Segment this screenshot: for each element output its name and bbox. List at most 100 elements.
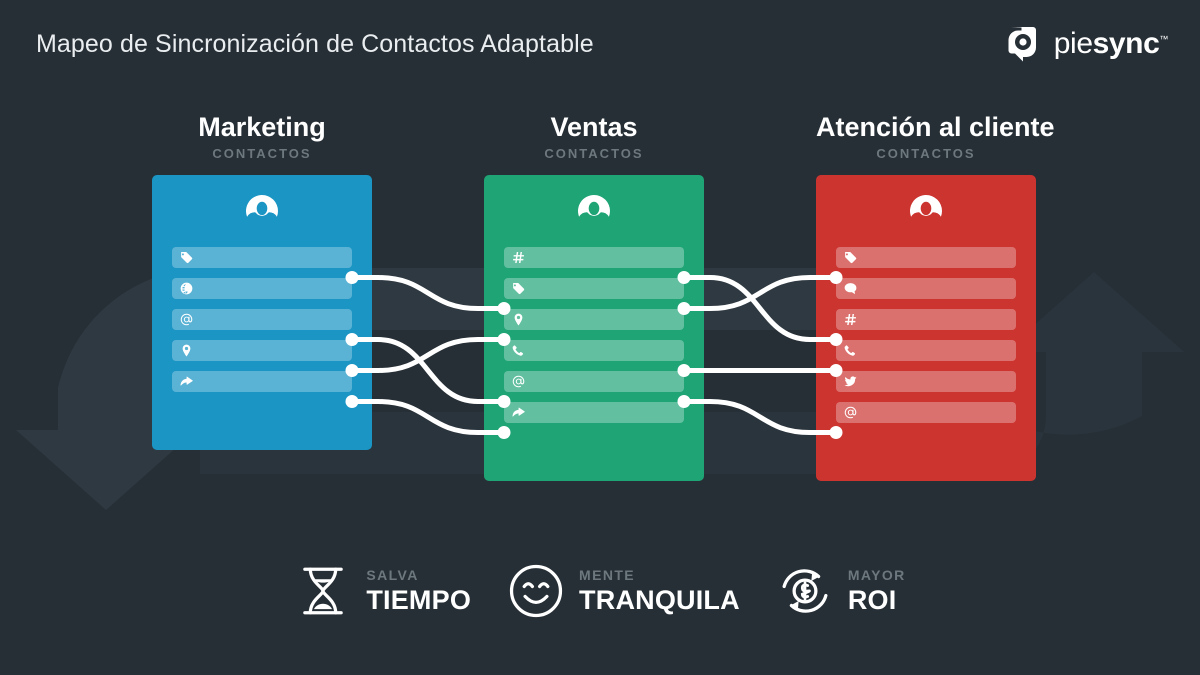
field-row-phone[interactable]	[504, 340, 684, 362]
globe-icon	[180, 282, 192, 295]
at-icon	[839, 402, 861, 423]
field-row-tag[interactable]	[504, 278, 684, 300]
globe-icon	[175, 278, 197, 299]
tag-icon	[175, 247, 197, 268]
field-row-hash[interactable]	[836, 309, 1016, 331]
field-row-tag[interactable]	[836, 247, 1016, 269]
contacts-card-atencion[interactable]	[816, 175, 1036, 482]
card-stack-ventas	[484, 175, 732, 510]
card-field-list	[484, 247, 704, 424]
field-row-hash[interactable]	[504, 247, 684, 269]
hash-icon	[507, 247, 529, 268]
contacts-card-ventas[interactable]	[484, 175, 704, 482]
twitter-icon	[843, 376, 857, 387]
comment-icon	[844, 283, 856, 295]
tag-icon	[507, 278, 529, 299]
field-row-twitter[interactable]	[836, 371, 1016, 393]
at-icon	[512, 375, 524, 388]
twitter-icon	[839, 371, 861, 392]
field-row-phone[interactable]	[836, 340, 1016, 362]
card-field-list	[152, 247, 372, 393]
phone-icon	[839, 340, 861, 361]
tag-icon	[180, 252, 192, 264]
logo-word-light: pie	[1053, 27, 1093, 60]
share-icon	[175, 371, 197, 392]
column-title: Atención al cliente	[816, 112, 1055, 142]
piesync-logo: piesync™	[1003, 24, 1168, 64]
share-icon	[507, 402, 529, 423]
benefit-label-big: ROI	[847, 585, 897, 615]
location-icon	[182, 344, 190, 357]
benefit-roi: MAYOR ROI	[776, 562, 906, 620]
benefit-label-big: TIEMPO	[366, 585, 472, 615]
at-icon	[844, 406, 856, 419]
column-subtitle: CONTACTOS	[544, 146, 644, 162]
benefit-text: MAYOR ROI	[848, 568, 906, 614]
contact-avatar-icon	[578, 195, 610, 218]
piesync-wordmark: piesync™	[1053, 27, 1169, 60]
card-avatar-row	[152, 175, 372, 247]
field-row-at[interactable]	[836, 402, 1016, 424]
card-field-list	[816, 247, 1036, 424]
at-icon	[507, 371, 529, 392]
contacts-card-marketing[interactable]	[152, 175, 372, 451]
location-icon	[507, 309, 529, 330]
logo-trademark: ™	[1159, 34, 1168, 44]
hash-icon	[844, 314, 856, 326]
field-row-comment[interactable]	[836, 278, 1016, 300]
benefit-label-small: MENTE	[579, 567, 636, 583]
field-row-at[interactable]	[172, 309, 352, 331]
benefit-label-small: MAYOR	[847, 567, 906, 583]
field-row-share[interactable]	[172, 371, 352, 393]
field-row-location[interactable]	[504, 309, 684, 331]
benefit-label-small: SALVA	[366, 567, 419, 583]
phone-icon	[512, 345, 523, 356]
roi-dollar-icon	[782, 569, 828, 613]
wire-email	[681, 399, 839, 435]
benefit-tiempo: SALVA TIEMPO	[294, 562, 471, 620]
at-icon	[180, 313, 192, 326]
at-icon	[175, 309, 197, 330]
card-stack-atencion	[816, 175, 1064, 510]
wire-share	[349, 399, 507, 435]
tag-icon	[844, 252, 856, 264]
card-avatar-row	[484, 175, 704, 247]
card-stack-marketing	[152, 175, 400, 479]
smiley-icon	[509, 564, 563, 618]
share-icon	[511, 407, 525, 417]
phone-icon	[507, 340, 529, 361]
piesync-mark-icon	[1008, 27, 1036, 62]
comment-icon	[839, 278, 861, 299]
tag-icon	[839, 247, 861, 268]
contact-avatar-icon	[910, 195, 942, 218]
field-row-at[interactable]	[504, 371, 684, 393]
column-subtitle: CONTACTOS	[876, 146, 976, 162]
hourglass-icon	[303, 567, 344, 615]
column-title: Ventas	[550, 112, 638, 142]
column-subtitle: CONTACTOS	[212, 146, 312, 162]
field-row-location[interactable]	[172, 340, 352, 362]
hash-icon	[839, 309, 861, 330]
contact-avatar-icon	[246, 195, 278, 218]
wire-location	[349, 337, 507, 373]
hash-icon	[512, 252, 524, 264]
wire-hash	[681, 275, 839, 342]
location-icon	[175, 340, 197, 361]
field-row-globe[interactable]	[172, 278, 352, 300]
share-icon	[179, 376, 193, 386]
field-row-share[interactable]	[504, 402, 684, 424]
card-avatar-row	[816, 175, 1036, 247]
wire-email	[349, 337, 507, 404]
field-row-tag[interactable]	[172, 247, 352, 269]
logo-word-bold: sync	[1092, 27, 1160, 60]
page-title: Mapeo de Sincronización de Contactos Ada…	[36, 30, 594, 58]
